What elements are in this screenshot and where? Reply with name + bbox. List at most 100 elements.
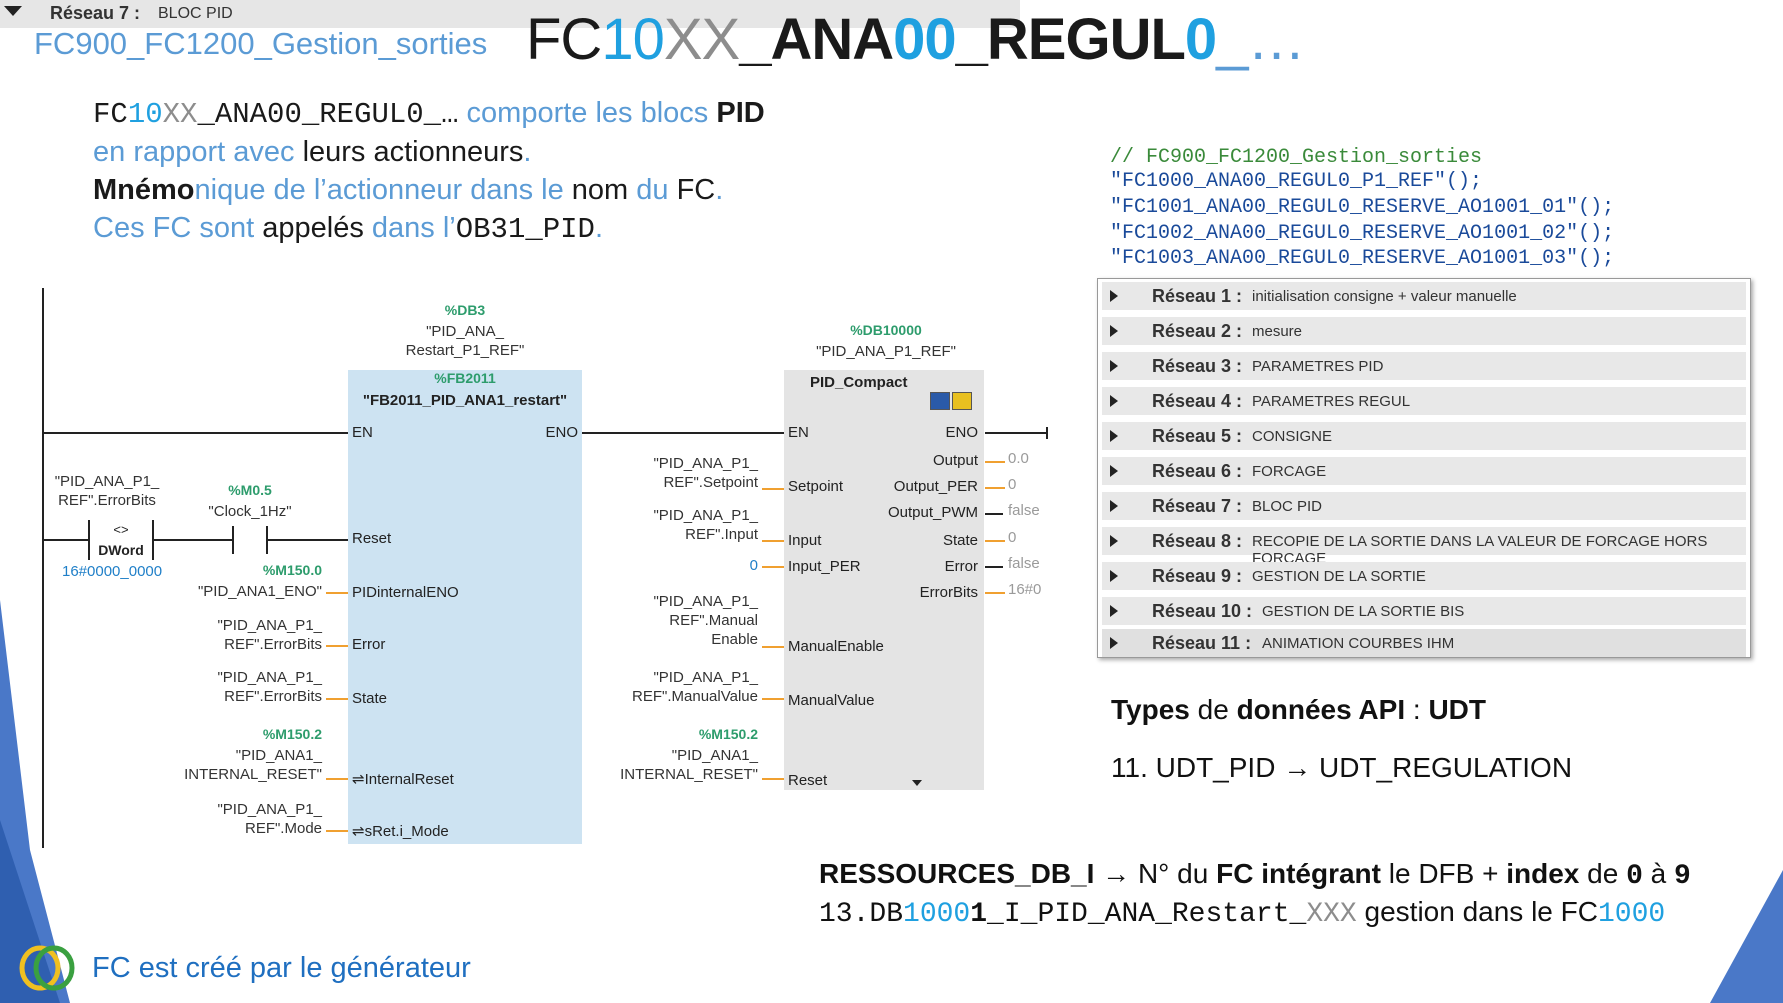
fb2011-en: EN bbox=[352, 424, 373, 441]
pid-eno: ENO bbox=[945, 424, 978, 441]
network-item-5[interactable]: Réseau 5 :CONSIGNE bbox=[1102, 422, 1746, 450]
page-title: FC10XX_ANA00_REGUL0_… bbox=[526, 7, 1305, 72]
b1-operand-4: "PID_ANA_P1_REF".Mode bbox=[217, 801, 322, 837]
reset-wire bbox=[42, 539, 348, 541]
out-value-3: 0 bbox=[1008, 529, 1017, 546]
network-item-10[interactable]: Réseau 10 :GESTION DE LA SORTIE BIS bbox=[1102, 597, 1746, 625]
b1-wire-4 bbox=[326, 830, 348, 832]
fb2011-pin-pidinternaleno: PIDinternalENO bbox=[352, 584, 459, 601]
b1-operand-1: "PID_ANA_P1_REF".ErrorBits bbox=[217, 617, 322, 653]
pid-out-state: State bbox=[942, 532, 978, 549]
b2-operand-1: "PID_ANA_P1_REF".Input bbox=[653, 507, 758, 543]
out-value-0: 0.0 bbox=[1008, 450, 1029, 467]
clock-address: %M0.5 bbox=[228, 482, 272, 498]
generator-logo-icon bbox=[19, 945, 75, 991]
footer-text: FC est créé par le générateur bbox=[92, 952, 471, 984]
db10000-name: "PID_ANA_P1_REF" bbox=[816, 343, 956, 360]
eno-out-end bbox=[1046, 427, 1048, 439]
clock-symbol: "Clock_1Hz" bbox=[208, 503, 292, 520]
pid-config-icon[interactable] bbox=[952, 392, 972, 410]
expand-chevron-icon[interactable] bbox=[912, 780, 922, 786]
expand-arrow-icon[interactable] bbox=[1110, 465, 1118, 477]
b2-wire-4 bbox=[762, 698, 784, 700]
network-item-4[interactable]: Réseau 4 :PARAMETRES REGUL bbox=[1102, 387, 1746, 415]
fb2011-eno: ENO bbox=[545, 424, 578, 441]
b1-operand-0: "PID_ANA1_ENO" bbox=[197, 583, 322, 600]
en-wire bbox=[42, 432, 348, 434]
b2-operand-0: "PID_ANA_P1_REF".Setpoint bbox=[653, 455, 758, 491]
out-wire-2 bbox=[985, 513, 1003, 515]
b1-operand-2: "PID_ANA_P1_REF".ErrorBits bbox=[217, 669, 322, 705]
db3-name: "PID_ANA_Restart_P1_REF" bbox=[405, 323, 525, 359]
expand-arrow-icon[interactable] bbox=[1110, 570, 1118, 582]
network-item-2[interactable]: Réseau 2 :mesure bbox=[1102, 317, 1746, 345]
fb2011-block[interactable]: %FB2011 "FB2011_PID_ANA1_restart" EN ENO… bbox=[348, 370, 582, 844]
expand-arrow-icon[interactable] bbox=[1110, 637, 1118, 649]
out-wire-0 bbox=[985, 461, 1005, 463]
code-line-4: "FC1003_ANA00_REGUL0_RESERVE_AO1001_03"(… bbox=[1110, 247, 1615, 270]
network-item-8[interactable]: Réseau 8 :RECOPIE DE LA SORTIE DANS LA V… bbox=[1102, 527, 1746, 567]
network-item-7[interactable]: Réseau 7 :BLOC PID bbox=[1102, 492, 1746, 520]
pid-in-manualvalue: ManualValue bbox=[788, 692, 875, 709]
intro-line-1: FC10XX_ANA00_REGUL0_… comporte les blocs… bbox=[93, 97, 765, 131]
fb2011-pin-error: Error bbox=[352, 636, 386, 653]
network-item-9[interactable]: Réseau 9 :GESTION DE LA SORTIE bbox=[1102, 562, 1746, 590]
expand-arrow-icon[interactable] bbox=[1110, 290, 1118, 302]
b2-op-addr-5: %M150.2 bbox=[698, 726, 758, 742]
out-wire-5 bbox=[985, 592, 1005, 594]
expand-arrow-icon[interactable] bbox=[1110, 430, 1118, 442]
expand-arrow-icon[interactable] bbox=[1110, 500, 1118, 512]
power-rail bbox=[42, 288, 44, 848]
intro-line-4: Ces FC sont appelés dans l’OB31_PID. bbox=[93, 212, 604, 246]
pid-en: EN bbox=[788, 424, 809, 441]
b2-operand-2: 0 bbox=[749, 557, 758, 574]
fb2011-pin-sret-mode: ⇌sRet.i_Mode bbox=[352, 823, 449, 840]
network-header[interactable]: Réseau 7 : BLOC PID bbox=[0, 0, 1020, 28]
expand-arrow-icon[interactable] bbox=[1110, 325, 1118, 337]
pid-commission-icon[interactable] bbox=[930, 392, 950, 410]
pid-compact-block[interactable]: PID_Compact EN ENO Setpoint Input Input_… bbox=[784, 370, 984, 790]
network-item-11[interactable]: Réseau 11 :ANIMATION COURBES IHM bbox=[1102, 629, 1746, 657]
pid-out-output-per: Output_PER bbox=[893, 478, 978, 495]
b2-wire-1 bbox=[762, 540, 784, 542]
compare-operand: "PID_ANA_P1_REF".ErrorBits bbox=[54, 473, 160, 509]
b1-wire-0 bbox=[326, 592, 348, 594]
network-item-3[interactable]: Réseau 3 :PARAMETRES PID bbox=[1102, 352, 1746, 380]
intro-line-2: en rapport avec leurs actionneurs. bbox=[93, 136, 532, 168]
network-label: Réseau 7 : bbox=[50, 3, 141, 23]
expand-arrow-icon[interactable] bbox=[1110, 605, 1118, 617]
db3-address: %DB3 bbox=[444, 302, 486, 318]
pid-compact-title: PID_Compact bbox=[810, 374, 908, 391]
b2-operand-5: "PID_ANA1_INTERNAL_RESET" bbox=[620, 747, 758, 783]
b1-wire-2 bbox=[326, 698, 348, 700]
expand-arrow-icon[interactable] bbox=[1110, 360, 1118, 372]
out-value-2: false bbox=[1008, 502, 1040, 519]
compare-operator: <> bbox=[113, 522, 129, 537]
types-line: 11. UDT_PID → UDT_REGULATION bbox=[1111, 752, 1573, 783]
b2-wire-2 bbox=[762, 566, 784, 568]
out-value-5: 16#0 bbox=[1008, 581, 1042, 598]
out-value-1: 0 bbox=[1008, 476, 1017, 493]
collapse-triangle-icon[interactable] bbox=[4, 6, 22, 16]
db10000-address: %DB10000 bbox=[850, 322, 922, 338]
pid-in-manualenable: ManualEnable bbox=[788, 638, 884, 655]
out-wire-4 bbox=[985, 566, 1003, 568]
expand-arrow-icon[interactable] bbox=[1110, 535, 1118, 547]
compare-contact[interactable]: <> DWord bbox=[88, 520, 154, 560]
network-item-6[interactable]: Réseau 6 :FORCAGE bbox=[1102, 457, 1746, 485]
pid-out-output-pwm: Output_PWM bbox=[887, 504, 978, 521]
expand-arrow-icon[interactable] bbox=[1110, 395, 1118, 407]
b1-op-addr-3: %M150.2 bbox=[262, 726, 322, 742]
network-item-1[interactable]: Réseau 1 :initialisation consigne + vale… bbox=[1102, 282, 1746, 310]
eno-out-wire bbox=[985, 432, 1047, 434]
fb2011-pin-internalreset: ⇌InternalReset bbox=[352, 771, 454, 788]
pid-out-errorbits: ErrorBits bbox=[919, 584, 978, 601]
out-value-4: false bbox=[1008, 555, 1040, 572]
code-comment: // FC900_FC1200_Gestion_sorties bbox=[1110, 146, 1483, 169]
pid-out-output: Output bbox=[932, 452, 978, 469]
b1-wire-3 bbox=[326, 778, 348, 780]
fb2011-address: %FB2011 bbox=[434, 370, 496, 386]
network-list: Réseau 1 :initialisation consigne + vale… bbox=[1097, 278, 1751, 658]
clock-contact[interactable] bbox=[232, 526, 268, 554]
